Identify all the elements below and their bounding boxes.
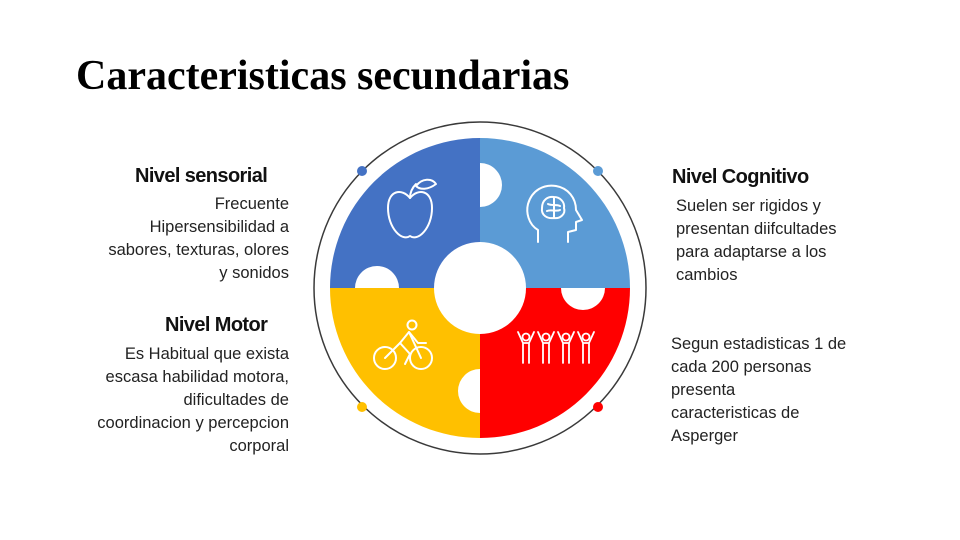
- text-line: y sonidos: [219, 264, 289, 282]
- connector-dot-bottom-right: [593, 402, 603, 412]
- text-line: caracteristicas de: [671, 404, 800, 422]
- cyclist-icon: [373, 319, 433, 370]
- text-nivel-motor: Es Habitual que exista escasa habilidad …: [97, 343, 289, 458]
- text-nivel-cognitivo: Suelen ser rigidos y presentan diifculta…: [676, 195, 837, 287]
- heading-nivel-cognitivo: Nivel Cognitivo: [672, 166, 809, 188]
- brain-head-icon: [526, 184, 583, 243]
- text-line: Asperger: [671, 427, 738, 445]
- page-title: Caracteristicas secundarias: [76, 53, 570, 99]
- text-line: dificultades de: [183, 391, 290, 409]
- people-group-icon: [517, 331, 595, 364]
- text-line: Es Habitual que exista: [124, 345, 289, 363]
- center-hole: [434, 242, 526, 334]
- heading-nivel-motor: Nivel Motor: [165, 314, 268, 336]
- outer-ring: [313, 121, 647, 455]
- puzzle-circle-diagram: [313, 121, 647, 455]
- text-line: Segun estadisticas 1 de: [671, 335, 847, 353]
- text-line: corporal: [229, 437, 289, 455]
- text-estadistica: Segun estadisticas 1 de cada 200 persona…: [671, 333, 846, 448]
- text-nivel-sensorial: Frecuente Hipersensibilidad a sabores, t…: [108, 193, 289, 285]
- text-line: escasa habilidad motora,: [105, 368, 289, 386]
- heading-nivel-sensorial: Nivel sensorial: [135, 165, 268, 187]
- text-line: presenta: [671, 381, 736, 399]
- apple-icon: [387, 178, 437, 239]
- text-line: Frecuente: [214, 195, 289, 213]
- puzzle-piece-estadistica: [480, 288, 630, 438]
- text-line: sabores, texturas, olores: [108, 241, 289, 259]
- connector-dot-top-left: [357, 166, 367, 176]
- text-line: Suelen ser rigidos y: [676, 197, 821, 215]
- text-line: para adaptarse a los: [676, 243, 827, 261]
- text-line: cada 200 personas: [671, 358, 812, 376]
- connector-dot-bottom-left: [357, 402, 367, 412]
- text-line: Hipersensibilidad a: [149, 218, 289, 236]
- text-line: presentan diifcultades: [676, 220, 837, 238]
- text-line: cambios: [676, 266, 738, 284]
- text-line: coordinacion y percepcion: [97, 414, 289, 432]
- puzzle-piece-sensorial: [330, 138, 480, 288]
- connector-dot-top-right: [593, 166, 603, 176]
